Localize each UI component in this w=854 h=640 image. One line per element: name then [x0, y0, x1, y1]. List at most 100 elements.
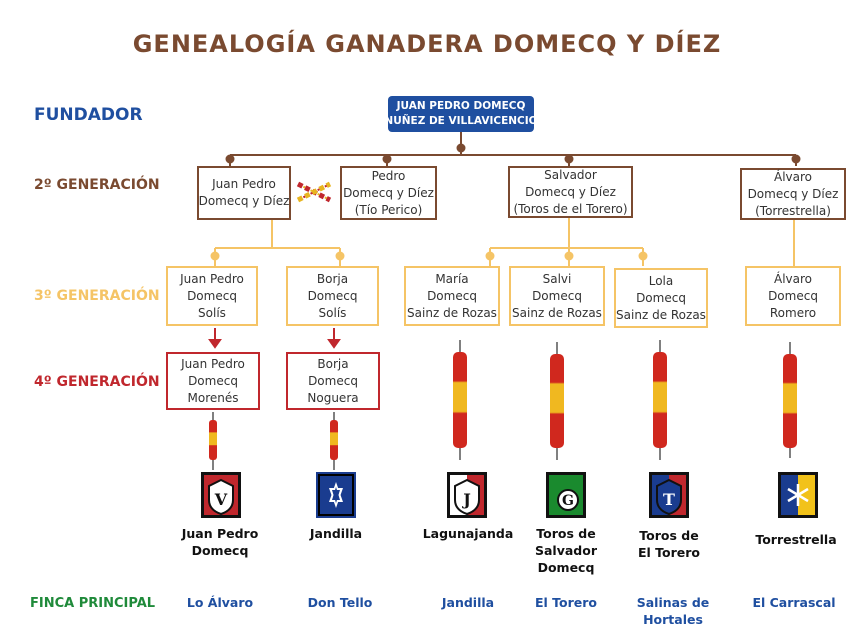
label-fundador: FUNDADOR: [34, 105, 143, 125]
gen3-line: Juan Pedro: [180, 271, 244, 286]
shield-j-emblem: J: [447, 472, 487, 518]
gen2-line: (Torrestrella): [755, 203, 831, 218]
finca-salinas-de-hortales: Salinas de Hortales: [623, 594, 723, 628]
gen3-box-lola: Lola Domecq Sainz de Rozas: [614, 268, 708, 328]
banderilla-icon: [330, 412, 338, 470]
finca-el-torero: El Torero: [516, 594, 616, 611]
ganaderia-toros-salvador-domecq: Toros de Salvador Domecq: [516, 525, 616, 576]
gen3-line: Solís: [318, 305, 347, 320]
label-gen3: 3º GENERACIÓN: [34, 288, 160, 304]
gen2-box-juan-pedro: Juan Pedro Domecq y Díez: [197, 166, 291, 220]
ganaderia-line: Torrestrella: [755, 532, 837, 547]
gen4-line: Borja: [317, 356, 349, 371]
snowflake-emblem: [778, 472, 818, 518]
gen3-box-alvaro: Álvaro Domecq Romero: [745, 266, 841, 326]
banderilla-icon: [653, 340, 667, 460]
gen2-line: Domecq y Díez: [198, 194, 290, 208]
ganaderia-jandilla: Jandilla: [286, 525, 386, 542]
gen4-line: Noguera: [307, 390, 359, 405]
gen3-line: Sainz de Rozas: [407, 305, 497, 320]
ganaderia-line: Toros de: [536, 526, 596, 541]
ganaderia-line: Lagunajanda: [422, 526, 514, 541]
finca-line: Jandilla: [441, 595, 495, 610]
founder-line-2: NUÑEZ DE VILLAVICENCIO: [384, 115, 538, 127]
banderilla-icon: [783, 342, 797, 458]
green-g-emblem: G: [546, 472, 586, 518]
gen3-line: Domecq: [636, 290, 686, 305]
ganaderia-juan-pedro-domecq: Juan Pedro Domecq: [170, 525, 270, 559]
gen2-line: Juan Pedro: [212, 177, 276, 191]
shield-t-emblem: T: [649, 472, 689, 518]
gen2-line: Domecq y Díez: [747, 186, 839, 201]
gen2-line: Pedro: [371, 168, 406, 183]
ganaderia-line: Toros de: [639, 528, 699, 543]
gen3-box-salvi: Salvi Domecq Sainz de Rozas: [509, 266, 605, 326]
gen3-box-maria: María Domecq Sainz de Rozas: [404, 266, 500, 326]
gen2-box-salvador: Salvador Domecq y Díez (Toros de el Tore…: [508, 166, 633, 218]
emblem-letter: G: [562, 493, 574, 509]
gen4-line: Domecq: [308, 373, 358, 388]
finca-jandilla: Jandilla: [418, 594, 518, 611]
finca-line: El Carrascal: [752, 595, 836, 610]
emblem-letter: V: [214, 490, 228, 509]
finca-line: Salinas de: [636, 595, 710, 610]
gen2-line: (Toros de el Torero): [513, 201, 628, 216]
finca-line: Hortales: [643, 612, 703, 627]
gen2-line: (Tío Perico): [354, 202, 423, 217]
label-finca-principal: FINCA PRINCIPAL: [30, 596, 156, 611]
ganaderia-line: Domecq: [191, 543, 249, 558]
ganaderia-line: Domecq: [537, 560, 595, 575]
banderilla-icon: [453, 340, 467, 460]
gen3-line: Domecq: [427, 288, 477, 303]
finca-don-tello: Don Tello: [290, 594, 390, 611]
ganaderia-lagunajanda: Lagunajanda: [418, 525, 518, 542]
gen2-box-alvaro: Álvaro Domecq y Díez (Torrestrella): [740, 168, 846, 220]
gen2-line: Salvador: [544, 167, 597, 182]
gen2-line: Domecq y Díez: [343, 185, 434, 200]
gen3-box-juan-pedro: Juan Pedro Domecq Solís: [166, 266, 258, 326]
gen3-line: Sainz de Rozas: [512, 305, 602, 320]
emblem-letter: T: [663, 490, 675, 509]
finca-line: El Torero: [534, 595, 598, 610]
gen4-line: Juan Pedro: [181, 356, 245, 371]
gen2-line: Álvaro: [773, 169, 812, 184]
gen3-line: Sainz de Rozas: [616, 307, 706, 322]
emblem-letter: J: [461, 490, 471, 509]
gen4-box-juan-pedro: Juan Pedro Domecq Morenés: [166, 352, 260, 410]
banderilla-icon: [209, 412, 217, 470]
star-emblem: [316, 472, 356, 518]
banderilla-icon: [550, 342, 564, 460]
finca-el-carrascal: El Carrascal: [744, 594, 844, 611]
gen3-line: Solís: [198, 305, 226, 320]
gen2-line: Domecq y Díez: [525, 184, 616, 199]
gen3-line: Borja: [316, 271, 349, 286]
gen3-line: María: [435, 271, 469, 286]
gen4-line: Morenés: [187, 390, 239, 405]
finca-lo-alvaro: Lo Álvaro: [170, 594, 270, 611]
gen3-line: Domecq: [768, 288, 818, 303]
gen2-box-pedro: Pedro Domecq y Díez (Tío Perico): [340, 166, 437, 220]
ganaderia-line: Juan Pedro: [181, 526, 259, 541]
ganaderia-toros-el-torero: Toros de El Torero: [619, 527, 719, 561]
founder-box: JUAN PEDRO DOMECQ NUÑEZ DE VILLAVICENCIO: [384, 96, 538, 132]
label-gen4: 4º GENERACIÓN: [34, 374, 160, 390]
label-gen2: 2º GENERACIÓN: [34, 177, 160, 193]
founder-line-1: JUAN PEDRO DOMECQ: [396, 100, 526, 112]
gen3-line: Domecq: [532, 288, 582, 303]
ganaderia-line: El Torero: [637, 545, 701, 560]
gen3-line: Lola: [648, 273, 674, 288]
ganaderia-line: Salvador: [534, 543, 597, 558]
gen3-line: Salvi: [542, 271, 572, 286]
gen3-line: Domecq: [307, 288, 358, 303]
finca-line: Lo Álvaro: [186, 595, 254, 610]
ganaderia-line: Jandilla: [309, 526, 363, 541]
gen3-line: Romero: [769, 305, 817, 320]
gen3-line: Álvaro: [773, 271, 812, 286]
finca-line: Don Tello: [307, 595, 373, 610]
page-title: GENEALOGÍA GANADERA DOMECQ Y DÍEZ: [132, 30, 722, 58]
gen4-box-borja: Borja Domecq Noguera: [286, 352, 380, 410]
crossed-banderillas-icon: [296, 181, 332, 203]
